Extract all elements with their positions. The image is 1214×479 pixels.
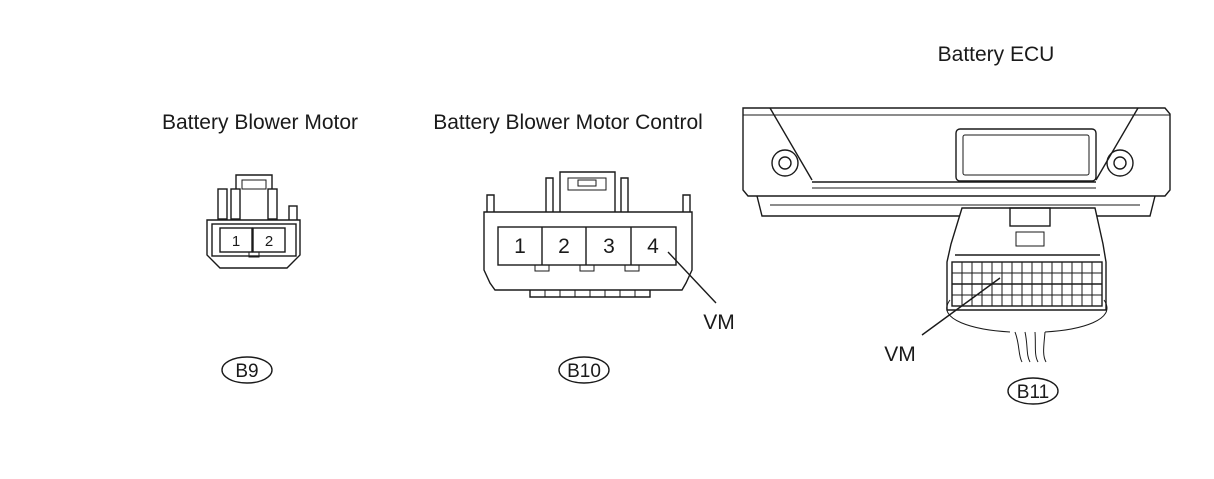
connector-b10-title: Battery Blower Motor Control (433, 111, 703, 134)
connector-b10-code-badge (558, 356, 610, 384)
connector-b11-drawing (742, 107, 1171, 363)
connector-b11: Battery ECU (742, 43, 1171, 405)
connector-b9-pin-1: 1 (232, 233, 240, 250)
connector-b10-pin-2: 2 (558, 235, 570, 258)
connector-b9-title: Battery Blower Motor (162, 111, 358, 134)
connector-b10-pin-1: 1 (514, 235, 526, 258)
connector-b11-callout: VM (884, 343, 916, 366)
connector-b11-code-badge (1007, 377, 1059, 405)
connector-b11-title: Battery ECU (938, 43, 1055, 66)
connector-b9-pin-2: 2 (265, 233, 273, 250)
connector-b10-code: B10 (567, 361, 601, 382)
connector-b9: Battery Blower Motor 1 2 B9 (162, 111, 358, 384)
connector-b10-drawing: 1 2 3 4 (483, 171, 693, 298)
connector-b9-code: B9 (235, 361, 258, 382)
connector-b10-leader-line (667, 251, 717, 304)
connector-b11-leader-line (921, 277, 1001, 336)
connector-b9-code-badge (221, 356, 273, 384)
connector-b9-drawing: 1 2 (206, 174, 301, 269)
connector-b10: Battery Blower Motor Control (433, 111, 735, 384)
connector-b10-pin-3: 3 (603, 235, 615, 258)
connector-b11-code: B11 (1017, 382, 1049, 403)
connector-b10-callout: VM (703, 311, 735, 334)
connector-b10-pin-4: 4 (647, 235, 659, 258)
